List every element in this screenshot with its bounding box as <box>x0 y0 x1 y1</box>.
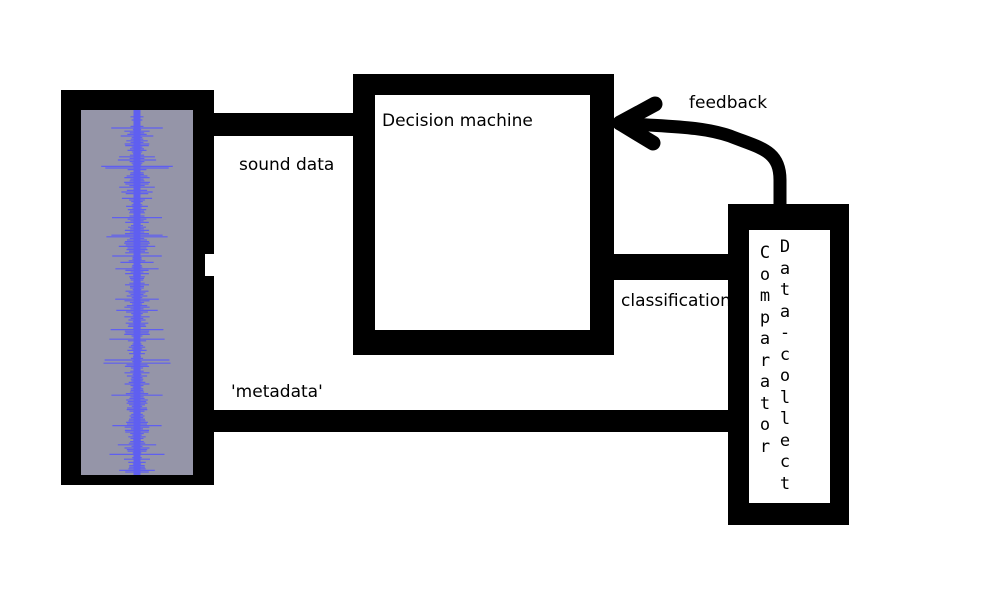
classification-label: classification <box>621 291 731 311</box>
feedback-label: feedback <box>689 93 768 113</box>
audio-waveform-icon <box>81 110 193 475</box>
data-collect-label: Data-collect <box>779 237 791 494</box>
decision-machine-label: Decision machine <box>382 111 533 131</box>
metadata-label: 'metadata' <box>231 382 323 402</box>
sound-source-notch <box>205 254 214 276</box>
sound-data-label: sound data <box>239 155 335 175</box>
decision-machine-inner <box>375 95 590 330</box>
comparator-inner <box>749 230 830 503</box>
comparator-label: Comparator <box>759 243 771 457</box>
metadata-connector <box>205 410 733 432</box>
sound-data-connector <box>205 113 371 136</box>
classification-connector <box>590 254 730 280</box>
